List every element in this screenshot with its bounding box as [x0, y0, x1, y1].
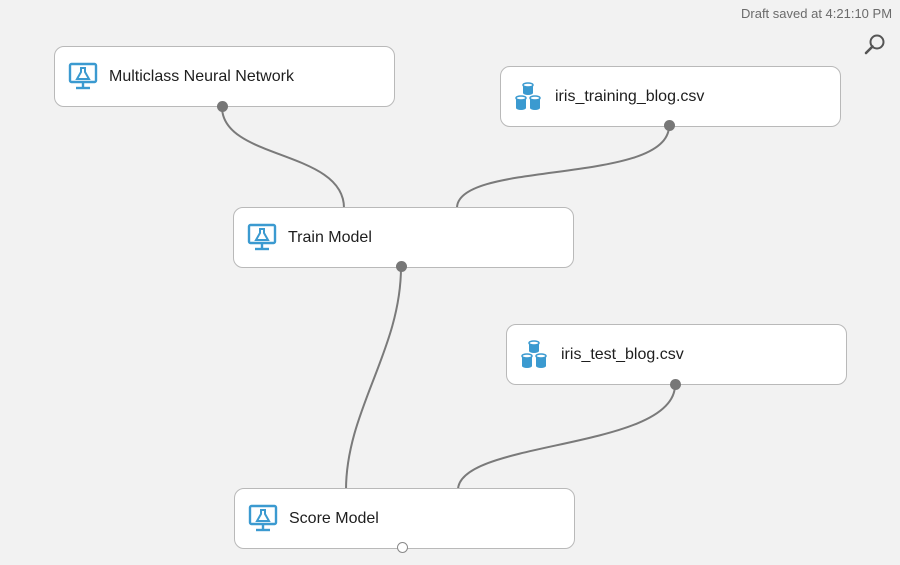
- experiment-module-icon: [248, 504, 278, 531]
- dataset-icon: [521, 339, 547, 368]
- draft-saved-status: Draft saved at 4:21:10 PM: [741, 6, 893, 21]
- connector-training-to-train[interactable]: [456, 125, 670, 209]
- experiment-module-icon: [68, 62, 98, 89]
- connector-network-to-train[interactable]: [221, 106, 345, 209]
- output-port[interactable]: [664, 120, 675, 131]
- module-label: Train Model: [288, 228, 372, 246]
- module-label: iris_training_blog.csv: [555, 87, 705, 105]
- module-label: Multiclass Neural Network: [109, 67, 294, 85]
- dataset-icon: [515, 81, 541, 110]
- module-label: Score Model: [289, 509, 379, 527]
- module-iris-training-dataset[interactable]: iris_training_blog.csv: [500, 66, 841, 127]
- experiment-module-icon: [247, 223, 277, 250]
- module-multiclass-neural-network[interactable]: Multiclass Neural Network: [54, 46, 395, 107]
- output-port-unconnected[interactable]: [397, 542, 408, 553]
- module-train-model[interactable]: Train Model: [233, 207, 574, 268]
- search-icon[interactable]: [862, 32, 888, 58]
- module-score-model[interactable]: Score Model: [234, 488, 575, 549]
- output-port[interactable]: [396, 261, 407, 272]
- output-port[interactable]: [217, 101, 228, 112]
- module-label: iris_test_blog.csv: [561, 345, 684, 363]
- connector-test-to-score[interactable]: [457, 384, 676, 491]
- output-port[interactable]: [670, 379, 681, 390]
- module-iris-test-dataset[interactable]: iris_test_blog.csv: [506, 324, 847, 385]
- connector-train-to-score[interactable]: [345, 266, 402, 491]
